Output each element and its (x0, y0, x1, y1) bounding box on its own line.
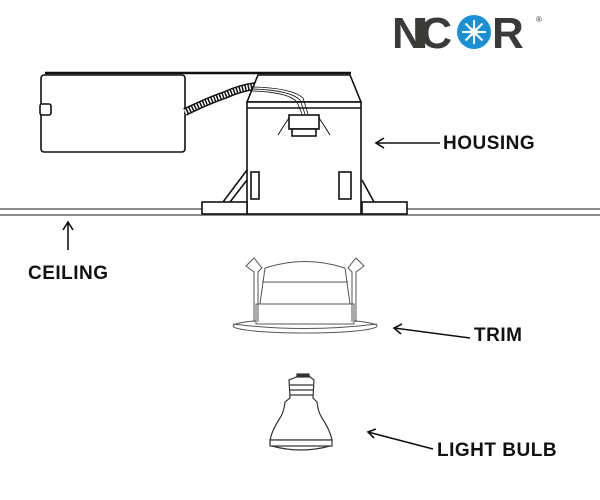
housing-label: HOUSING (443, 133, 536, 154)
light-bulb-label: LIGHT BULB (437, 440, 558, 461)
ceiling-label: CEILING (28, 263, 109, 284)
svg-text:®: ® (536, 15, 542, 24)
trim-arrow (392, 323, 471, 339)
nicor-logo: NIC R ® (392, 9, 542, 58)
ceiling-arrow (62, 220, 74, 250)
housing-arrow (374, 137, 440, 149)
light-bulb-arrow (366, 428, 434, 450)
trim (232, 257, 378, 334)
flex-conduit (183, 82, 257, 116)
housing (201, 74, 408, 215)
junction-box (39, 71, 351, 153)
trim-label: TRIM (474, 325, 523, 346)
svg-text:R: R (492, 9, 524, 58)
light-bulb (269, 373, 333, 451)
svg-text:NIC: NIC (392, 9, 452, 58)
